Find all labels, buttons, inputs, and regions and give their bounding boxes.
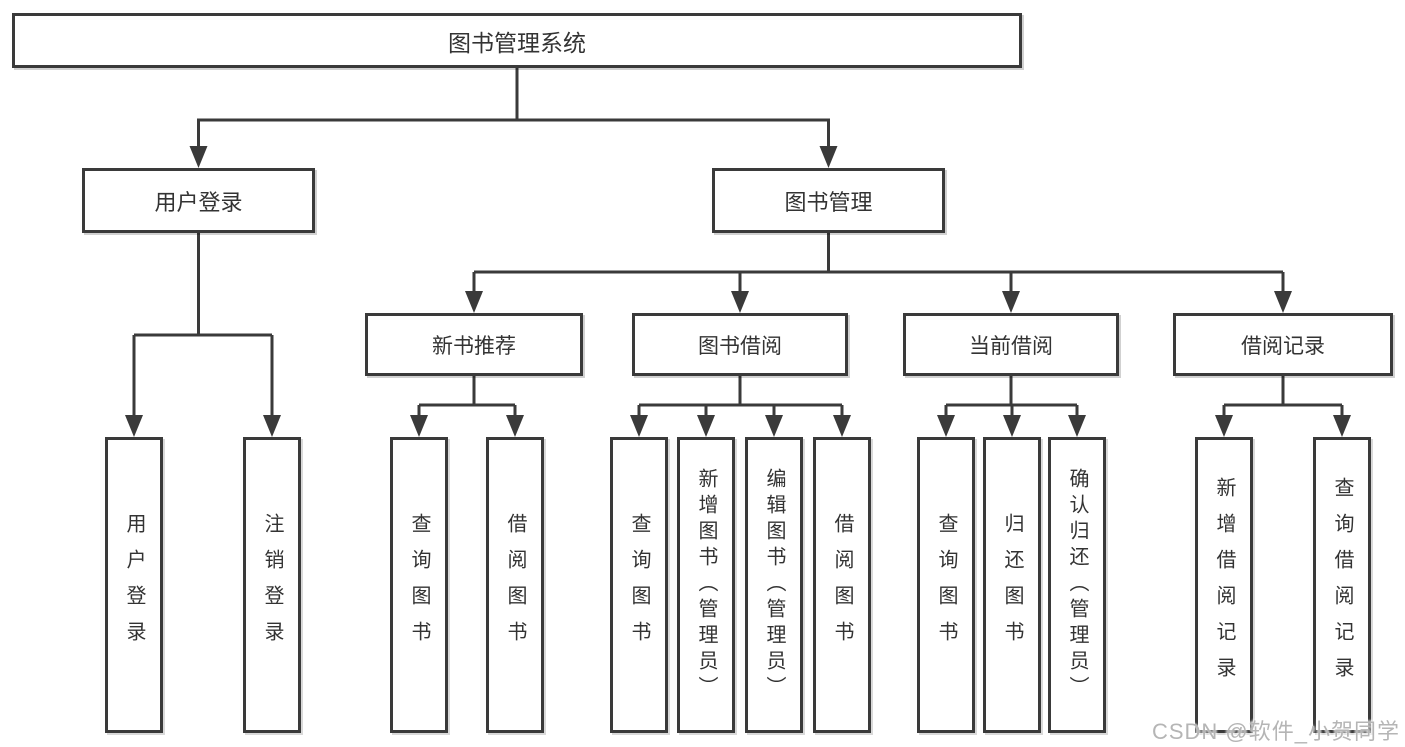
leaf-logout-login: 注销登录 (243, 437, 301, 733)
node-book-management: 图书管理 (712, 168, 945, 233)
leaf-nr-borrow-book-label: 借阅图书 (504, 513, 526, 657)
node-book-management-label: 图书管理 (784, 189, 873, 215)
leaf-bb-add-book-admin: 新增图书（管理员） (677, 437, 735, 733)
leaf-logout-login-label: 注销登录 (261, 513, 283, 657)
leaf-bb-edit-book-admin: 编辑图书（管理员） (745, 437, 803, 733)
node-root-label: 图书管理系统 (448, 29, 586, 56)
csdn-watermark: CSDN @软件_小贺同学 (1151, 719, 1400, 744)
leaf-user-login: 用户登录 (105, 437, 163, 733)
node-new-book-recommend: 新书推荐 (365, 313, 583, 376)
leaf-cb-confirm-return-admin: 确认归还（管理员） (1048, 437, 1106, 733)
leaf-bb-edit-book-admin-label: 编辑图书（管理员） (763, 468, 785, 702)
leaf-cb-return-book-label: 归还图书 (1001, 513, 1023, 657)
node-root-system: 图书管理系统 (12, 13, 1022, 68)
arrowheads (125, 146, 1351, 437)
node-borrow-records: 借阅记录 (1173, 313, 1393, 376)
leaf-bb-query-book: 查询图书 (610, 437, 668, 733)
tree-edges (132, 68, 1344, 417)
node-current-borrow: 当前借阅 (903, 313, 1119, 376)
leaf-nr-query-book-label: 查询图书 (408, 513, 430, 657)
node-user-login-label: 用户登录 (154, 189, 243, 215)
leaf-cb-query-book-label: 查询图书 (935, 513, 957, 657)
leaf-user-login-label: 用户登录 (123, 513, 145, 657)
node-user-login: 用户登录 (82, 168, 315, 233)
leaf-cb-confirm-return-admin-label: 确认归还（管理员） (1066, 468, 1088, 702)
leaf-br-query-record-label: 查询借阅记录 (1331, 477, 1353, 693)
node-new-book-recommend-label: 新书推荐 (432, 334, 516, 358)
leaf-bb-borrow-book-label: 借阅图书 (831, 513, 853, 657)
leaf-cb-query-book: 查询图书 (917, 437, 975, 733)
leaf-nr-query-book: 查询图书 (390, 437, 448, 733)
leaf-nr-borrow-book: 借阅图书 (486, 437, 544, 733)
leaf-bb-borrow-book: 借阅图书 (813, 437, 871, 733)
node-book-borrow-label: 图书借阅 (698, 334, 782, 358)
leaf-br-add-record: 新增借阅记录 (1195, 437, 1253, 733)
leaf-bb-add-book-admin-label: 新增图书（管理员） (695, 468, 717, 702)
leaf-br-query-record: 查询借阅记录 (1313, 437, 1371, 733)
leaf-cb-return-book: 归还图书 (983, 437, 1041, 733)
leaf-br-add-record-label: 新增借阅记录 (1213, 477, 1235, 693)
leaf-bb-query-book-label: 查询图书 (628, 513, 650, 657)
node-book-borrow: 图书借阅 (632, 313, 848, 376)
node-borrow-records-label: 借阅记录 (1241, 334, 1325, 358)
node-current-borrow-label: 当前借阅 (969, 334, 1053, 358)
